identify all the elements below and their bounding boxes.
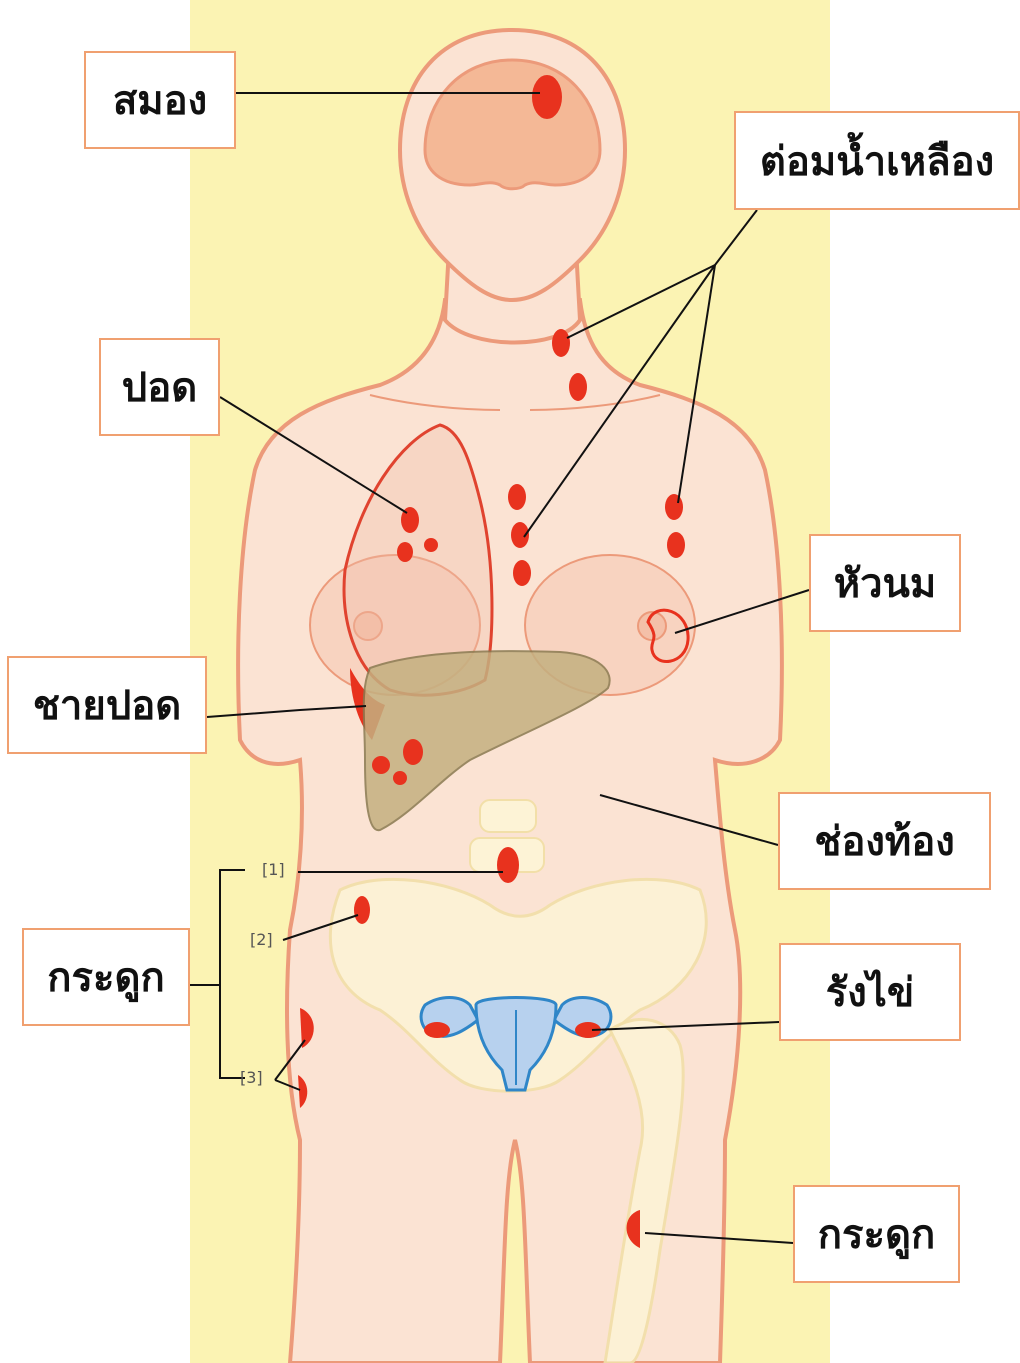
liver-lesion-1 bbox=[403, 739, 423, 765]
label-bone-left: กระดูก bbox=[22, 928, 190, 1026]
bone-tag-1: [1] bbox=[262, 860, 285, 879]
lung-lesion-3 bbox=[424, 538, 438, 552]
liver-lesion-2 bbox=[372, 756, 390, 774]
brain-lesion bbox=[532, 75, 562, 119]
bone-tag-2: [2] bbox=[250, 930, 273, 949]
neck-node-1 bbox=[552, 329, 570, 357]
axillary-node-1 bbox=[665, 494, 683, 520]
label-ovary: รังไข่ bbox=[779, 943, 961, 1041]
label-brain: สมอง bbox=[84, 51, 236, 149]
ovary-lesion-left bbox=[424, 1022, 450, 1038]
label-lung: ปอด bbox=[99, 338, 220, 436]
hip-lesion bbox=[354, 896, 370, 924]
mediastinal-node-1 bbox=[508, 484, 526, 510]
label-pleura: ชายปอด bbox=[7, 656, 207, 754]
liver-lesion-3 bbox=[393, 771, 407, 785]
axillary-node-2 bbox=[667, 532, 685, 558]
bone-tag-3: [3] bbox=[240, 1068, 263, 1087]
neck-node-2 bbox=[569, 373, 587, 401]
label-lymph-nodes: ต่อมน้ำเหลือง bbox=[734, 111, 1020, 210]
label-nipple: หัวนม bbox=[809, 534, 961, 632]
lung-lesion-2 bbox=[397, 542, 413, 562]
label-abdomen: ช่องท้อง bbox=[778, 792, 991, 890]
mediastinal-node-3 bbox=[513, 560, 531, 586]
label-bone-right: กระดูก bbox=[793, 1185, 960, 1283]
spine-lesion bbox=[497, 847, 519, 883]
